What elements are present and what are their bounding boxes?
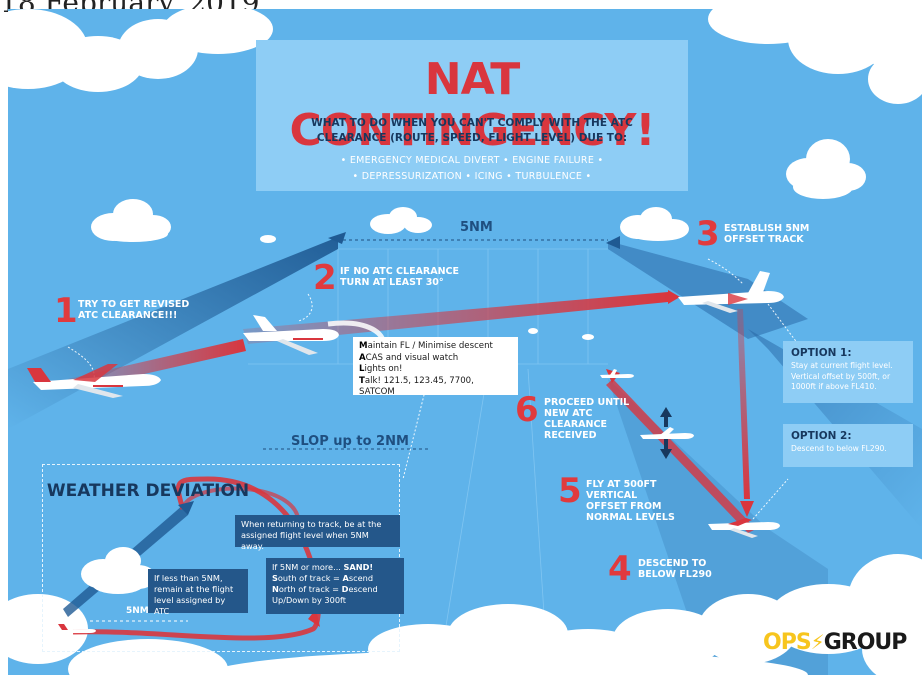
step-6-line-4: RECEIVED xyxy=(544,430,597,441)
clouds xyxy=(8,9,922,675)
plane-4 xyxy=(708,518,780,538)
option-2-title: OPTION 2: xyxy=(791,430,852,442)
malt-line-1: Maintain FL / Minimise descent xyxy=(359,341,493,351)
bolt-icon: ⚡ xyxy=(810,630,825,654)
cloud-bottom xyxy=(8,554,922,675)
vertical-offset-arrows xyxy=(660,407,672,459)
distance-top: 5NM xyxy=(460,220,493,235)
step-1-number: 1 xyxy=(54,291,78,331)
option-1-body: Stay at current flight level. Vertical o… xyxy=(791,361,893,391)
sand-line-3: North of track = Descend xyxy=(272,584,378,594)
causes-line-1: • EMERGENCY MEDICAL DIVERT • ENGINE FAIL… xyxy=(340,155,604,166)
step-2-text: IF NO ATC CLEARANCE TURN AT LEAST 30° xyxy=(340,266,459,288)
step-5-text: FLY AT 500FT VERTICAL OFFSET FROM NORMAL… xyxy=(586,479,675,523)
distance-weather: 5NM xyxy=(126,606,149,616)
sand-line-2: South of track = Ascend xyxy=(272,573,374,583)
step-5-line-3: OFFSET FROM xyxy=(586,501,662,512)
track-red-return xyxy=(606,379,756,533)
cloud-mid-right xyxy=(620,207,689,241)
distance-slop: SLOP up to 2NM xyxy=(291,434,409,449)
track-red-2 xyxy=(243,292,668,344)
logo-group: GROUP xyxy=(823,630,908,655)
cloud-top-left xyxy=(8,9,273,92)
weather-sand-box: If 5NM or more... SAND! South of track =… xyxy=(266,558,404,614)
ops-group-logo: OPS⚡GROUP xyxy=(763,630,908,655)
plane-2 xyxy=(243,315,339,355)
step-3-text: ESTABLISH 5NM OFFSET TRACK xyxy=(724,223,809,245)
arrow-head-1 xyxy=(328,232,346,244)
step-3-line-1: ESTABLISH 5NM xyxy=(724,223,810,234)
weather-title: WEATHER DEVIATION xyxy=(46,481,250,501)
step-2-line-2: TURN AT LEAST 30° xyxy=(340,277,444,288)
sand-line-4: Up/Down by 300ft xyxy=(272,595,346,605)
weather-less-note: If less than 5NM, remain at the flight l… xyxy=(148,569,248,616)
cloud-top-right xyxy=(708,9,922,104)
sand-line-1: If 5NM or more... SAND! xyxy=(272,562,374,572)
option-2-box: OPTION 2: Descend to below FL290. xyxy=(783,424,913,467)
cloud-right xyxy=(786,139,866,199)
plane-1 xyxy=(27,364,161,398)
step-3-number: 3 xyxy=(696,214,720,254)
step-5-number: 5 xyxy=(558,471,582,511)
diagram-canvas xyxy=(8,9,922,675)
step-6-line-2: NEW ATC xyxy=(544,408,593,419)
step-2-number: 2 xyxy=(313,258,337,298)
step-6-line-1: PROCEED UNTIL xyxy=(544,397,630,408)
cloud-mid-center xyxy=(370,207,432,234)
leader-lines xyxy=(67,258,799,520)
malt-line-4: Talk! 121.5, 123.45, 7700, SATCOM xyxy=(359,375,474,398)
malt-line-2: ACAS and visual watch xyxy=(359,352,459,363)
step-2-line-1: IF NO ATC CLEARANCE xyxy=(340,266,459,277)
step-4-line-1: DESCEND TO xyxy=(638,558,707,569)
step-6-line-3: CLEARANCE xyxy=(544,419,607,430)
cloud-mid-left xyxy=(91,199,171,242)
arrow-head-2 xyxy=(668,290,680,304)
arrow-head-3 xyxy=(606,236,620,249)
step-1-line-1: TRY TO GET REVISED xyxy=(78,299,190,310)
arrow-head-4 xyxy=(740,501,754,517)
option-1-title: OPTION 1: xyxy=(791,347,852,359)
plane-3 xyxy=(678,271,784,313)
step-4-text: DESCEND TO BELOW FL290 xyxy=(638,558,712,580)
step-5-line-2: VERTICAL xyxy=(586,490,638,501)
step-5-line-1: FLY AT 500FT xyxy=(586,479,657,490)
option-2-body: Descend to below FL290. xyxy=(791,444,887,453)
step-1-line-2: ATC CLEARANCE!!! xyxy=(78,310,178,321)
subtitle: WHAT TO DO WHEN YOU CAN'T COMPLY WITH TH… xyxy=(311,117,633,144)
plane-6 xyxy=(600,369,634,378)
step-6-number: 6 xyxy=(515,390,539,430)
weather-return-note: When returning to track, be at the assig… xyxy=(235,515,400,551)
causes-line-2: • DEPRESSURIZATION • ICING • TURBULENCE … xyxy=(352,171,592,182)
step-4-number: 4 xyxy=(608,549,632,589)
logo-ops: OPS xyxy=(763,630,812,655)
plane-5 xyxy=(640,427,694,439)
malt-info-box: Maintain FL / Minimise descent ACAS and … xyxy=(353,337,518,397)
planes xyxy=(27,271,784,538)
track-beam-right xyxy=(608,241,808,339)
option-1-box: OPTION 1: Stay at current flight level. … xyxy=(783,341,913,403)
step-5-line-4: NORMAL LEVELS xyxy=(586,512,675,523)
track-red-3 xyxy=(737,309,750,499)
step-3-line-2: OFFSET TRACK xyxy=(724,234,804,245)
infographic: NAT CONTINGENCY! WHAT TO DO WHEN YOU CAN… xyxy=(8,9,922,675)
title-box: NAT CONTINGENCY! WHAT TO DO WHEN YOU CAN… xyxy=(256,40,688,191)
step-4-line-2: BELOW FL290 xyxy=(638,569,712,580)
causes-list: • EMERGENCY MEDICAL DIVERT • ENGINE FAIL… xyxy=(276,153,668,185)
page-title: NAT CONTINGENCY! xyxy=(289,54,656,156)
step-1-text: TRY TO GET REVISED ATC CLEARANCE!!! xyxy=(78,299,189,321)
malt-line-3: Lights on! xyxy=(359,364,403,374)
step-6-text: PROCEED UNTIL NEW ATC CLEARANCE RECEIVED xyxy=(544,397,629,441)
